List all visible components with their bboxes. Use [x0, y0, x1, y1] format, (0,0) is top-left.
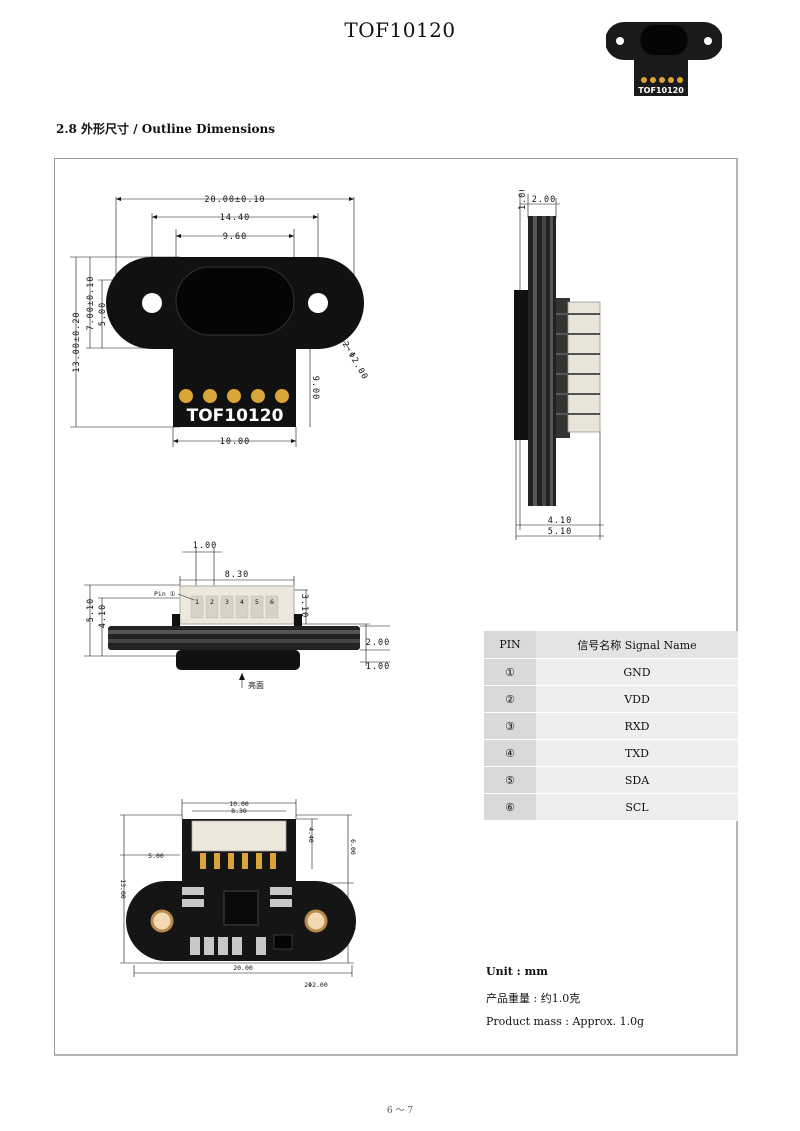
signal-cell: SCL — [536, 793, 738, 821]
side-dim-4-10: 4.10 — [548, 516, 572, 526]
bottom-dim-20-00: 20.00 — [233, 964, 253, 972]
pin-number-6: 6 — [270, 598, 274, 606]
signal-cell: GND — [536, 658, 738, 686]
pin-cell: ③ — [484, 712, 536, 740]
table-row: ⑤ SDA — [484, 766, 738, 794]
document-title: TOF10120 — [344, 18, 456, 42]
dim-5-00: 5.00 — [98, 302, 108, 326]
pin-cell: ⑤ — [484, 766, 536, 794]
dim-10-00: 10.00 — [220, 437, 251, 447]
bottom-dim-8-30: 8.30 — [231, 807, 247, 815]
page-number: 6 ～ 7 — [386, 1106, 414, 1116]
section-heading: 2.8 外形尺寸 / Outline Dimensions — [56, 122, 275, 136]
table-row: ⑥ SCL — [484, 793, 738, 821]
product-mass-cn: 产品重量 : 约1.0克 — [486, 992, 581, 1005]
dim-9-60: 9.60 — [223, 232, 247, 242]
table-row: ④ TXD — [484, 739, 738, 767]
pin-number-4: 4 — [240, 598, 244, 606]
table-row: ② VDD — [484, 685, 738, 713]
table-header-row: PIN 信号名称 Signal Name — [484, 631, 738, 659]
signal-cell: RXD — [536, 712, 738, 740]
side-view-drawing: 1.00 2.00 4.10 5.10 — [514, 190, 604, 540]
face-label: 亮面 — [248, 680, 264, 690]
top-view-drawing: TOF10120 20.00±0.10 14.40 9.60 13.00±0.2… — [70, 195, 370, 447]
bottom-dim-13-00: 13.00 — [119, 879, 127, 899]
dim-9-00: 9.00 — [310, 376, 320, 400]
front-dim-4-10: 4.10 — [98, 604, 108, 628]
pin-number-2: 2 — [210, 598, 214, 606]
table-row: ① GND — [484, 658, 738, 686]
bottom-dim-7-00: 7.00 — [349, 915, 357, 931]
bottom-dim-10-00: 10.00 — [229, 800, 249, 808]
side-dim-1-00: 1.00 — [518, 190, 528, 210]
front-dim-8-30: 8.30 — [225, 570, 249, 580]
pin-number-5: 5 — [255, 598, 259, 606]
bottom-dim-6-00: 6.00 — [349, 839, 357, 855]
side-dim-2-00: 2.00 — [532, 195, 556, 205]
dim-2-phi-2-00: 2-Φ2.00 — [340, 340, 370, 382]
signal-column-header: 信号名称 Signal Name — [536, 631, 738, 659]
product-mass-en: Product mass : Approx. 1.0g — [486, 1015, 645, 1028]
signal-cell: VDD — [536, 685, 738, 713]
pin-cell: ⑥ — [484, 793, 536, 821]
header-product-image: TOF10120 — [606, 22, 722, 96]
pin-cell: ① — [484, 658, 536, 686]
dim-20-00: 20.00±0.10 — [204, 195, 265, 205]
front-dim-3-10: 3.10 — [299, 594, 309, 618]
pin-1-label: Pin ① — [154, 590, 176, 598]
dim-13-00: 13.00±0.20 — [72, 311, 82, 372]
front-dim-5-10: 5.10 — [86, 598, 96, 622]
header-module-label: TOF10120 — [638, 86, 684, 95]
bottom-view-drawing: 10.00 8.30 4.40 5.00 6.00 13.00 7.00 20.… — [119, 799, 357, 989]
front-dim-1-00b: 1.00 — [366, 662, 390, 672]
front-dim-1-00: 1.00 — [193, 541, 217, 551]
pin-cell: ② — [484, 685, 536, 713]
top-view-module-label: TOF10120 — [187, 406, 284, 426]
bottom-dim-5-00: 5.00 — [148, 852, 164, 860]
pin-number-1: 1 — [195, 598, 199, 606]
unit-label: Unit : mm — [486, 965, 548, 978]
pin-signal-table: PIN 信号名称 Signal Name ① GND ② VDD ③ RXD ④… — [484, 631, 738, 821]
table-row: ③ RXD — [484, 712, 738, 740]
front-dim-2-00: 2.00 — [366, 638, 390, 648]
signal-cell: TXD — [536, 739, 738, 767]
side-dim-5-10: 5.10 — [548, 527, 572, 537]
front-view-drawing: 1 2 3 4 5 6 Pin ① 1.00 8.30 4.10 5.10 3.… — [84, 541, 390, 690]
dim-14-40: 14.40 — [220, 213, 251, 223]
bottom-dim-4-40: 4.40 — [307, 827, 315, 843]
pin-column-header: PIN — [484, 631, 536, 659]
pin-number-3: 3 — [225, 598, 229, 606]
drawing-frame — [54, 158, 738, 1056]
bottom-dim-2-phi-2-00: 2Φ2.00 — [304, 981, 328, 989]
signal-cell: SDA — [536, 766, 738, 794]
pin-cell: ④ — [484, 739, 536, 767]
dim-7-00: 7.00±0.10 — [86, 275, 96, 330]
